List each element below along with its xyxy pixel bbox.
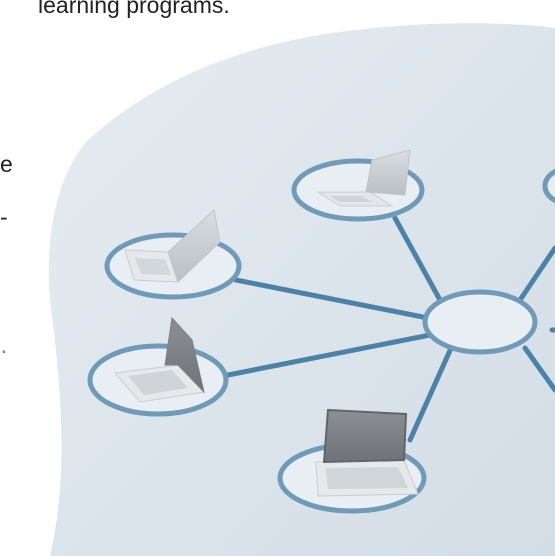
line-right-upper (517, 245, 555, 303)
text-fragment-e: e (0, 151, 13, 177)
partial-ring-right (542, 168, 555, 204)
network-lines (225, 215, 555, 443)
hub-ring (422, 289, 538, 355)
laptop-left-lower (87, 316, 229, 417)
laptop-bottom (277, 408, 427, 514)
caption-text: learning programs. (38, 0, 230, 18)
line-left-upper (233, 277, 431, 321)
line-top (392, 215, 443, 303)
line-right-lower (522, 345, 555, 393)
text-fragment-dot: · (0, 337, 8, 363)
line-bottom (407, 343, 455, 443)
laptop-left-upper (104, 209, 242, 300)
line-left-lower (225, 332, 433, 378)
laptop-top (291, 149, 425, 222)
text-fragment-dash: - (0, 204, 8, 230)
background-swoosh (48, 23, 555, 556)
